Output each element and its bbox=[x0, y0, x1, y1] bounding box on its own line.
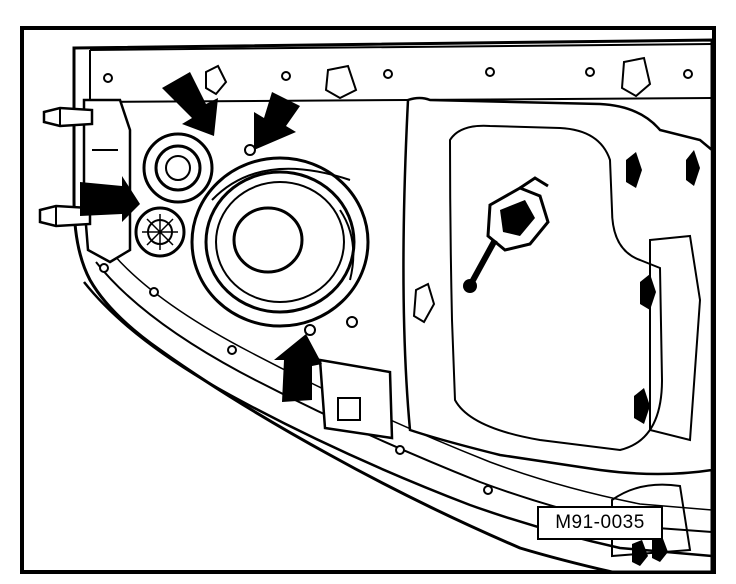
arrow-bottom bbox=[274, 334, 322, 402]
arrow-upper-right bbox=[254, 92, 300, 150]
figure-reference-label: M91-0035 bbox=[537, 506, 663, 540]
screw-holes bbox=[99, 67, 693, 495]
arrow-upper-left bbox=[162, 72, 218, 136]
panel-clip-right bbox=[686, 150, 700, 186]
panel-clip-upper bbox=[626, 152, 642, 188]
top-clip-left bbox=[205, 64, 228, 96]
right-panel-recess bbox=[649, 234, 702, 442]
bottom-bracket bbox=[611, 483, 692, 558]
panel-clip-lower bbox=[634, 388, 650, 424]
right-panel-inner bbox=[448, 124, 664, 452]
arrow-left bbox=[80, 176, 140, 222]
panel-clip-mid bbox=[640, 274, 656, 310]
bottom-clip bbox=[632, 536, 668, 566]
bulb-holder-upper bbox=[142, 132, 214, 204]
main-reflector bbox=[190, 156, 370, 328]
bulb-socket-lower bbox=[134, 206, 186, 258]
mounting-stud-lower bbox=[38, 204, 92, 228]
adjuster-mechanism bbox=[463, 176, 550, 293]
right-panel bbox=[402, 96, 714, 476]
top-clip-right bbox=[620, 56, 652, 98]
top-clip-center bbox=[324, 64, 358, 100]
panel-clip-left bbox=[412, 282, 436, 324]
figure-frame bbox=[20, 26, 716, 574]
mounting-stud-upper bbox=[42, 106, 94, 128]
lower-bracket bbox=[318, 358, 394, 440]
